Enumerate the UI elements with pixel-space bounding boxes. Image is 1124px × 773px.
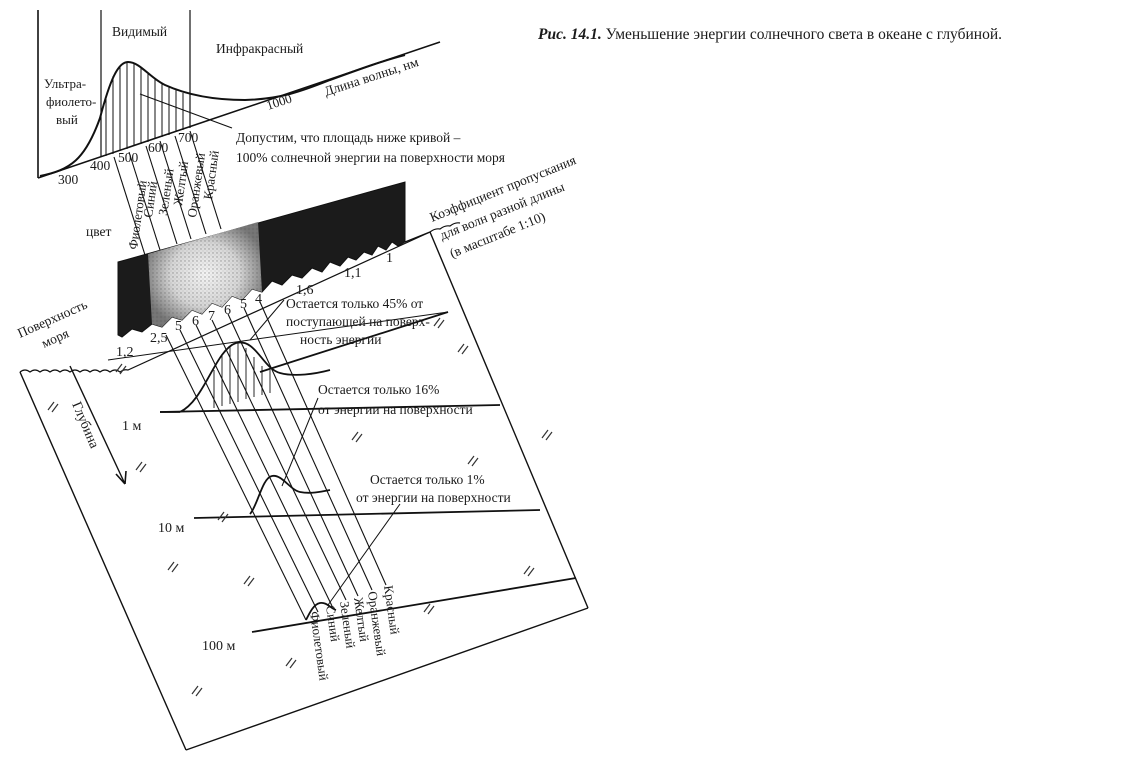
transmission-value-5: 6: [224, 303, 231, 318]
color-bottom-blue: Синий: [323, 604, 343, 642]
band-uv-label-1: Ультра-: [44, 76, 86, 91]
spectrum-note-line1: Допустим, что площадь ниже кривой –: [236, 130, 461, 145]
tick-600: 600: [148, 140, 169, 155]
spectrum-graph: [37, 10, 441, 179]
layer-line-1m: [159, 404, 501, 413]
depth-label: Глубина: [68, 400, 101, 452]
transmission-value-8: 1,6: [296, 283, 314, 298]
tick-500: 500: [118, 150, 139, 165]
tick-700: 700: [178, 130, 199, 145]
pointer-16: [281, 397, 319, 487]
depth-1m-label: 1 м: [122, 419, 142, 434]
transmission-value-6: 5: [240, 297, 247, 312]
note-45-line2: поступающей на поверх-: [286, 314, 430, 329]
ocean-left-edge: [19, 371, 187, 751]
sea-surface-wavy: [19, 222, 461, 373]
color-bottom-green: Зеленый: [337, 600, 358, 649]
color-top-green: Зеленый: [155, 168, 176, 217]
color-bottom-yellow: Желтый: [351, 596, 372, 642]
curve-1m-16: [249, 475, 331, 515]
layer-line-surface: [107, 311, 449, 361]
ocean-right-edge: [429, 231, 589, 609]
pointer-1: [327, 503, 401, 606]
spectrum-note-pointer: [139, 93, 233, 129]
transmission-value-3: 6: [192, 314, 199, 329]
color-label-title: цвет: [86, 224, 112, 239]
transmission-value-1: 2,5: [150, 331, 168, 346]
transmission-value-7: 4: [255, 292, 262, 307]
note-45-line3: ность энергии: [300, 332, 381, 347]
pointer-45: [249, 299, 285, 341]
band-visible-label: Видимый: [112, 24, 167, 39]
spectrum-note-line2: 100% солнечной энергии на поверхности мо…: [236, 150, 505, 165]
tick-400: 400: [90, 158, 111, 173]
caption-text: Уменьшение энергии солнечного света в ок…: [605, 26, 1002, 43]
spectrum-hatching: [105, 62, 184, 156]
ocean-back-edge: [404, 231, 431, 243]
color-bottom-red: Красный: [381, 584, 403, 635]
color-top-blue: Синий: [140, 180, 160, 218]
layer-line-100m: [251, 577, 577, 633]
transmission-value-9: 1,1: [344, 266, 362, 281]
transmission-value-4: 7: [208, 309, 215, 324]
layer-line-10m: [193, 509, 541, 519]
transmission-value-10: 1: [386, 251, 393, 266]
figure-caption: Рис. 14.1. Уменьшение энергии солнечного…: [538, 26, 1118, 44]
band-uv-label-2: фиолето-: [46, 94, 96, 109]
transmission-band: [117, 181, 406, 338]
curve-surface-45: [179, 341, 331, 413]
spectrum-curve: [39, 54, 406, 177]
tick-300: 300: [58, 172, 79, 187]
curve-10m-1: [305, 602, 337, 621]
note-16-line2: от энергии на поверхности: [318, 402, 473, 417]
color-boundary-lines: [113, 130, 222, 256]
note-1-line1: Остается только 1%: [370, 472, 485, 487]
transmission-value-2: 5: [175, 319, 182, 334]
depth-arrow-head: [115, 470, 127, 485]
depth-arrow-line: [69, 365, 126, 485]
note-45-line1: Остается только 45% от: [286, 296, 423, 311]
caption-number: Рис. 14.1.: [538, 26, 602, 43]
depth-100m-label: 100 м: [202, 639, 236, 654]
tick-1000: 1000: [264, 91, 293, 113]
ocean-bottom-edge: [185, 607, 589, 751]
band-infrared-label: Инфракрасный: [216, 41, 303, 56]
depth-10m-label: 10 м: [158, 521, 185, 536]
ocean-block: [19, 222, 589, 751]
color-top-red: Красный: [200, 149, 222, 200]
band-uv-label-3: вый: [56, 112, 78, 127]
note-1-line2: от энергии на поверхности: [356, 490, 511, 505]
transmission-value-0: 1,2: [116, 345, 134, 360]
water-texture-marks: [47, 317, 553, 697]
layer-line-surface-bold: [259, 311, 449, 373]
wavelength-columns: [165, 301, 387, 621]
energy-curves: [179, 299, 401, 621]
note-16-line1: Остается только 16%: [318, 382, 439, 397]
color-top-yellow: Желтый: [170, 160, 191, 206]
